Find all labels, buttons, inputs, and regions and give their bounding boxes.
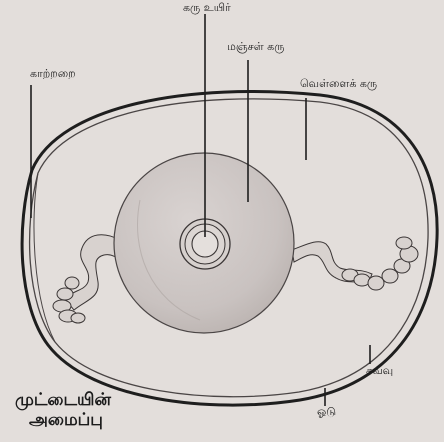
title-line-1: முட்டையின் <box>15 390 111 410</box>
label-membrane: சவ்வு <box>366 364 393 379</box>
diagram-title: முட்டையின் அமைப்பு <box>15 390 111 430</box>
label-albumen: வெள்ளைக் கரு <box>300 77 377 92</box>
label-yolk: மஞ்சள் கரு <box>227 40 284 55</box>
air-cell-membrane <box>34 173 55 342</box>
label-shell: ஓடு <box>317 405 336 420</box>
label-embryo: கரு உயிர் <box>183 1 231 16</box>
left-chalaza <box>53 235 122 323</box>
title-line-2: அமைப்பு <box>15 410 111 430</box>
label-air-cell: காற்றறை <box>30 67 76 82</box>
right-chalaza <box>292 237 418 290</box>
